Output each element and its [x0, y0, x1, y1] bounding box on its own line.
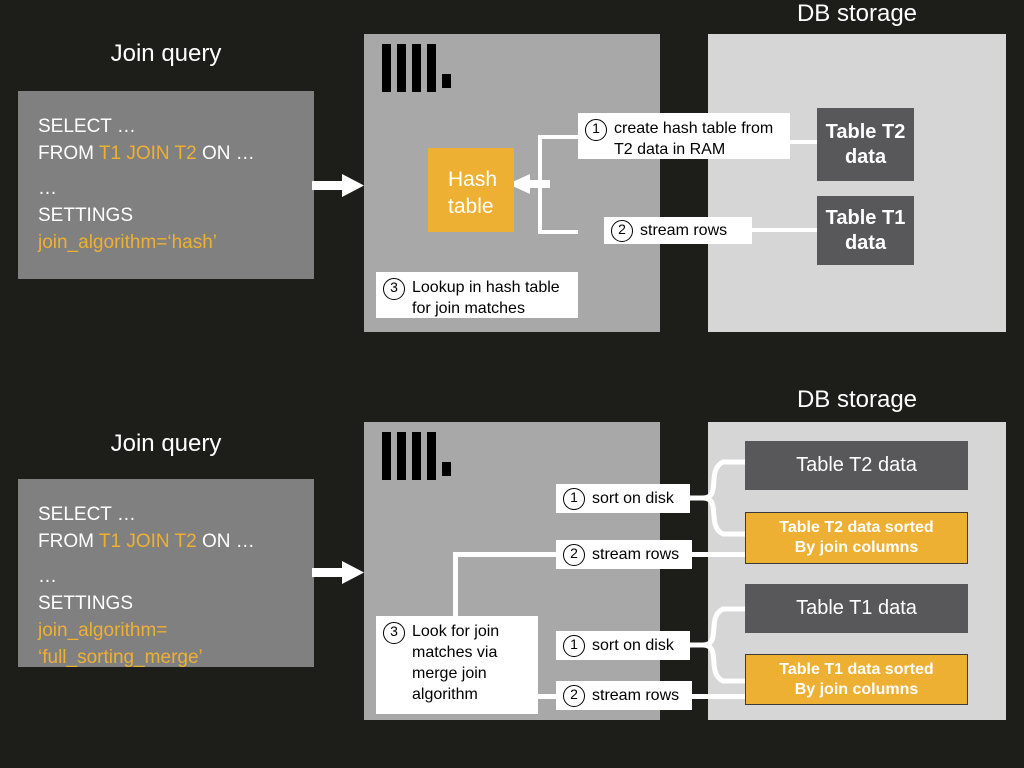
callout-step3-line2: for join matches	[412, 300, 525, 317]
code-from-keyword-hash: FROM	[38, 143, 99, 164]
callout-step1-hash: 1 create hash table from T2 data in RAM	[578, 113, 790, 159]
code-join-expr-hash: T1 JOIN T2	[98, 143, 197, 164]
arrow-query-to-server-merge	[312, 561, 364, 584]
callout-t1-stream-text: stream rows	[592, 687, 680, 704]
storage-table-t2-line1: Table T2	[825, 120, 906, 143]
code-on-suffix-merge: ON …	[196, 531, 255, 552]
callout-t2-sort-text: sort on disk	[592, 490, 674, 507]
join-query-title-hash: Join query	[110, 40, 222, 67]
step-number-2-t1-merge: 2	[563, 685, 585, 707]
code-line-from-hash: FROM T1 JOIN T2 ON …	[38, 140, 294, 167]
code-line-select-merge: SELECT …	[38, 504, 136, 525]
storage-table-t1-line1: Table T1	[825, 206, 906, 229]
query-box-hash: SELECT … FROM T1 JOIN T2 ON … … SETTINGS…	[18, 91, 314, 279]
code-line-join-algorithm-hash: join_algorithm=‘hash’	[38, 232, 218, 253]
callout-t2-stream-rows: 2 stream rows	[556, 540, 692, 569]
step-number-1-hash: 1	[585, 119, 607, 141]
storage-table-t2-line2: data	[844, 145, 887, 168]
storage-table-t2-data-text: Table T2 data	[796, 454, 917, 476]
hash-table-line1: Hash	[448, 168, 498, 191]
storage-table-t2-data-merge: Table T2 data	[745, 441, 968, 490]
code-spacer-merge	[38, 555, 294, 563]
storage-table-t1-data-text: Table T1 data	[796, 597, 917, 619]
callout-step3-line1: Lookup in hash table	[412, 279, 560, 296]
storage-table-t2-sorted-merge: Table T2 data sorted By join columns	[745, 512, 968, 564]
code-line-from-merge: FROM T1 JOIN T2 ON …	[38, 528, 294, 555]
storage-table-t1-sorted-line2: By join columns	[794, 680, 919, 698]
db-storage-title-merge: DB storage	[796, 386, 918, 413]
code-line-ellipsis-merge: …	[38, 566, 57, 587]
code-on-suffix-hash: ON …	[196, 143, 255, 164]
hash-table-line2: table	[448, 195, 494, 218]
step-number-1-t1-merge: 1	[563, 635, 585, 657]
storage-table-t2-sorted-line2: By join columns	[794, 539, 919, 556]
step-number-2-hash: 2	[611, 220, 633, 242]
db-storage-title-hash: DB storage	[796, 0, 918, 27]
step-number-2-t2-merge: 2	[563, 544, 585, 566]
db-storage-panel-hash	[708, 34, 1006, 332]
callout-t1-sort-on-disk: 1 sort on disk	[556, 631, 690, 660]
callout-t1-sort-text: sort on disk	[592, 637, 674, 654]
step-number-3-merge: 3	[383, 622, 405, 644]
callout-t2-stream-text: stream rows	[592, 546, 680, 563]
code-join-expr-merge: T1 JOIN T2	[98, 531, 197, 552]
code-from-keyword-merge: FROM	[38, 531, 99, 552]
storage-table-t1-hash: Table T1 data	[817, 196, 914, 265]
storage-table-t1-sorted-line1: Table T1 data sorted	[779, 660, 934, 678]
callout-step3-merge-line4: algorithm	[412, 686, 478, 703]
callout-step2-hash: 2 stream rows	[604, 217, 752, 244]
code-spacer-hash	[38, 167, 294, 175]
callout-step1-line2: T2 data in RAM	[614, 141, 726, 158]
callout-step3-merge-line3: merge join	[412, 665, 487, 682]
storage-table-t2-hash: Table T2 data	[817, 108, 914, 181]
code-line-join-algorithm-value-merge: ‘full_sorting_merge’	[38, 647, 203, 668]
arrow-query-to-server-hash	[312, 174, 364, 197]
hash-table-block: Hash table	[428, 148, 514, 232]
callout-step3-merge: 3 Look for join matches via merge join a…	[376, 616, 538, 714]
step-number-3-hash: 3	[383, 278, 405, 300]
callout-step1-line1: create hash table from	[614, 120, 774, 137]
code-line-settings-hash: SETTINGS	[38, 205, 134, 226]
callout-step2-text: stream rows	[640, 222, 728, 239]
clickhouse-logo-icon-hash	[382, 44, 462, 92]
join-query-title-merge: Join query	[110, 430, 222, 457]
step-number-1-t2-merge: 1	[563, 488, 585, 510]
callout-step3-hash: 3 Lookup in hash table for join matches	[376, 272, 578, 318]
code-line-select-hash: SELECT …	[38, 116, 136, 137]
callout-t1-stream-rows: 2 stream rows	[556, 681, 692, 710]
storage-table-t1-line2: data	[844, 231, 887, 254]
code-line-ellipsis-hash: …	[38, 178, 57, 199]
storage-table-t1-sorted-merge: Table T1 data sorted By join columns	[745, 654, 968, 705]
callout-step3-merge-line1: Look for join	[412, 623, 500, 640]
clickhouse-logo-icon-merge	[382, 432, 462, 480]
query-box-merge: SELECT … FROM T1 JOIN T2 ON … … SETTINGS…	[18, 479, 314, 668]
code-line-settings-merge: SETTINGS	[38, 593, 134, 614]
callout-step3-merge-line2: matches via	[412, 644, 498, 661]
callout-t2-sort-on-disk: 1 sort on disk	[556, 484, 690, 513]
code-line-join-algorithm-merge: join_algorithm=	[38, 620, 168, 641]
storage-table-t2-sorted-line1: Table T2 data sorted	[779, 519, 934, 536]
storage-table-t1-data-merge: Table T1 data	[745, 584, 968, 633]
